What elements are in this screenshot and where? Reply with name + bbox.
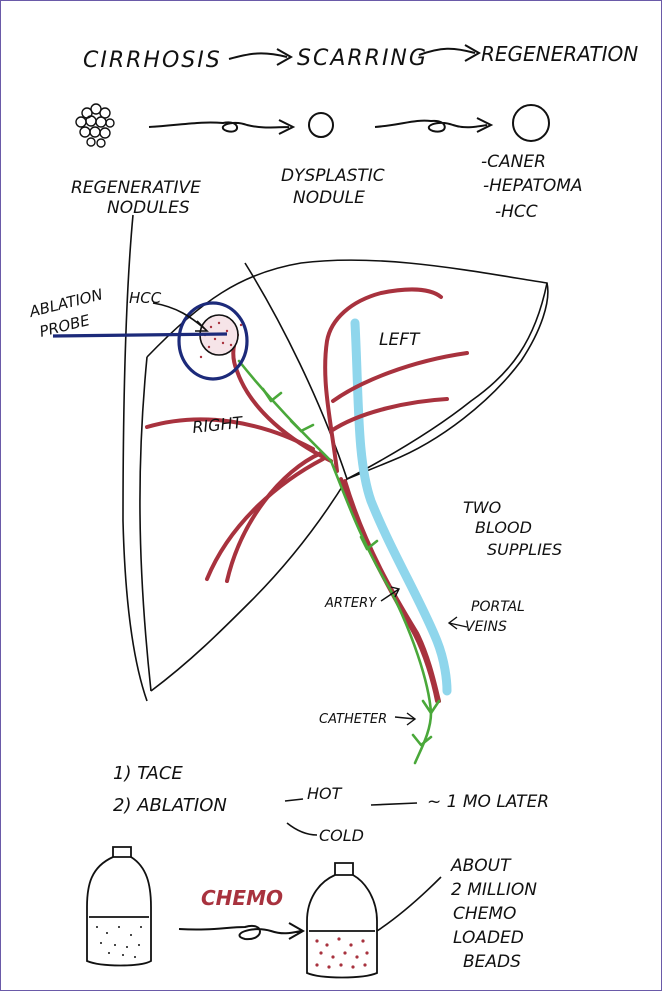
regenerative-nodules-icon xyxy=(76,104,114,147)
cold-label: COLD xyxy=(319,826,364,845)
cold-connector xyxy=(287,823,317,835)
arrow-1 xyxy=(229,49,291,65)
bottle-before xyxy=(87,847,151,966)
later-label: ~ 1 MO LATER xyxy=(427,792,549,812)
treatment-2: 2) ABLATION xyxy=(113,795,227,816)
arrow-regen-to-dysplastic xyxy=(149,120,293,134)
left-label: LEFT xyxy=(379,330,421,350)
about-line-1: ABOUT xyxy=(450,856,512,876)
cancer-item-2: -HEPATOMA xyxy=(483,176,583,196)
blood-label: BLOOD xyxy=(475,518,532,537)
cancer-nodule-icon xyxy=(513,105,549,141)
cirrhosis-label: CIRRHOSIS xyxy=(83,48,222,73)
later-connector xyxy=(371,803,417,805)
arrow-dysplastic-to-cancer xyxy=(375,118,491,132)
scarring-label: SCARRING xyxy=(297,46,428,71)
veins-label: VEINS xyxy=(465,619,507,635)
portal-vein xyxy=(355,323,447,691)
about-line-2: 2 MILLION xyxy=(451,880,537,900)
bottle-before-dots xyxy=(96,926,142,958)
chemo-label: CHEMO xyxy=(201,886,283,910)
chemo-beads xyxy=(315,937,368,968)
treatment-1: 1) TACE xyxy=(113,763,183,784)
regenerative-label: REGENERATIVE xyxy=(71,178,201,198)
about-line-5: BEADS xyxy=(463,952,521,972)
nodules-label: NODULES xyxy=(107,198,190,218)
catheter-pointer xyxy=(395,713,415,725)
supplies-label: SUPPLIES xyxy=(487,540,562,559)
portal-label: PORTAL xyxy=(471,599,525,615)
hot-connector xyxy=(285,799,303,801)
about-line-3: CHEMO xyxy=(453,904,516,924)
chemo-arrow xyxy=(179,923,303,939)
hot-label: HOT xyxy=(307,784,343,803)
bottle-after xyxy=(307,863,377,978)
regeneration-label: REGENERATION xyxy=(481,42,638,66)
ablation-probe xyxy=(53,334,227,336)
about-line-4: LOADED xyxy=(453,928,524,948)
dysplastic-nodule-icon xyxy=(309,113,333,137)
beads-pointer xyxy=(377,877,441,931)
two-label: TWO xyxy=(463,498,501,517)
artery-branches xyxy=(147,290,467,701)
cancer-item-1: -CANER xyxy=(481,152,546,172)
hcc-label: HCC xyxy=(129,289,162,307)
pointer-line xyxy=(123,215,147,701)
cancer-item-3: -HCC xyxy=(495,202,538,222)
artery-label: ARTERY xyxy=(324,596,377,611)
nodule-label: NODULE xyxy=(293,188,365,208)
arrow-2 xyxy=(419,45,479,61)
catheter-label: CATHETER xyxy=(319,712,387,727)
dysplastic-label: DYSPLASTIC xyxy=(281,166,385,186)
right-label: RIGHT xyxy=(191,413,244,437)
